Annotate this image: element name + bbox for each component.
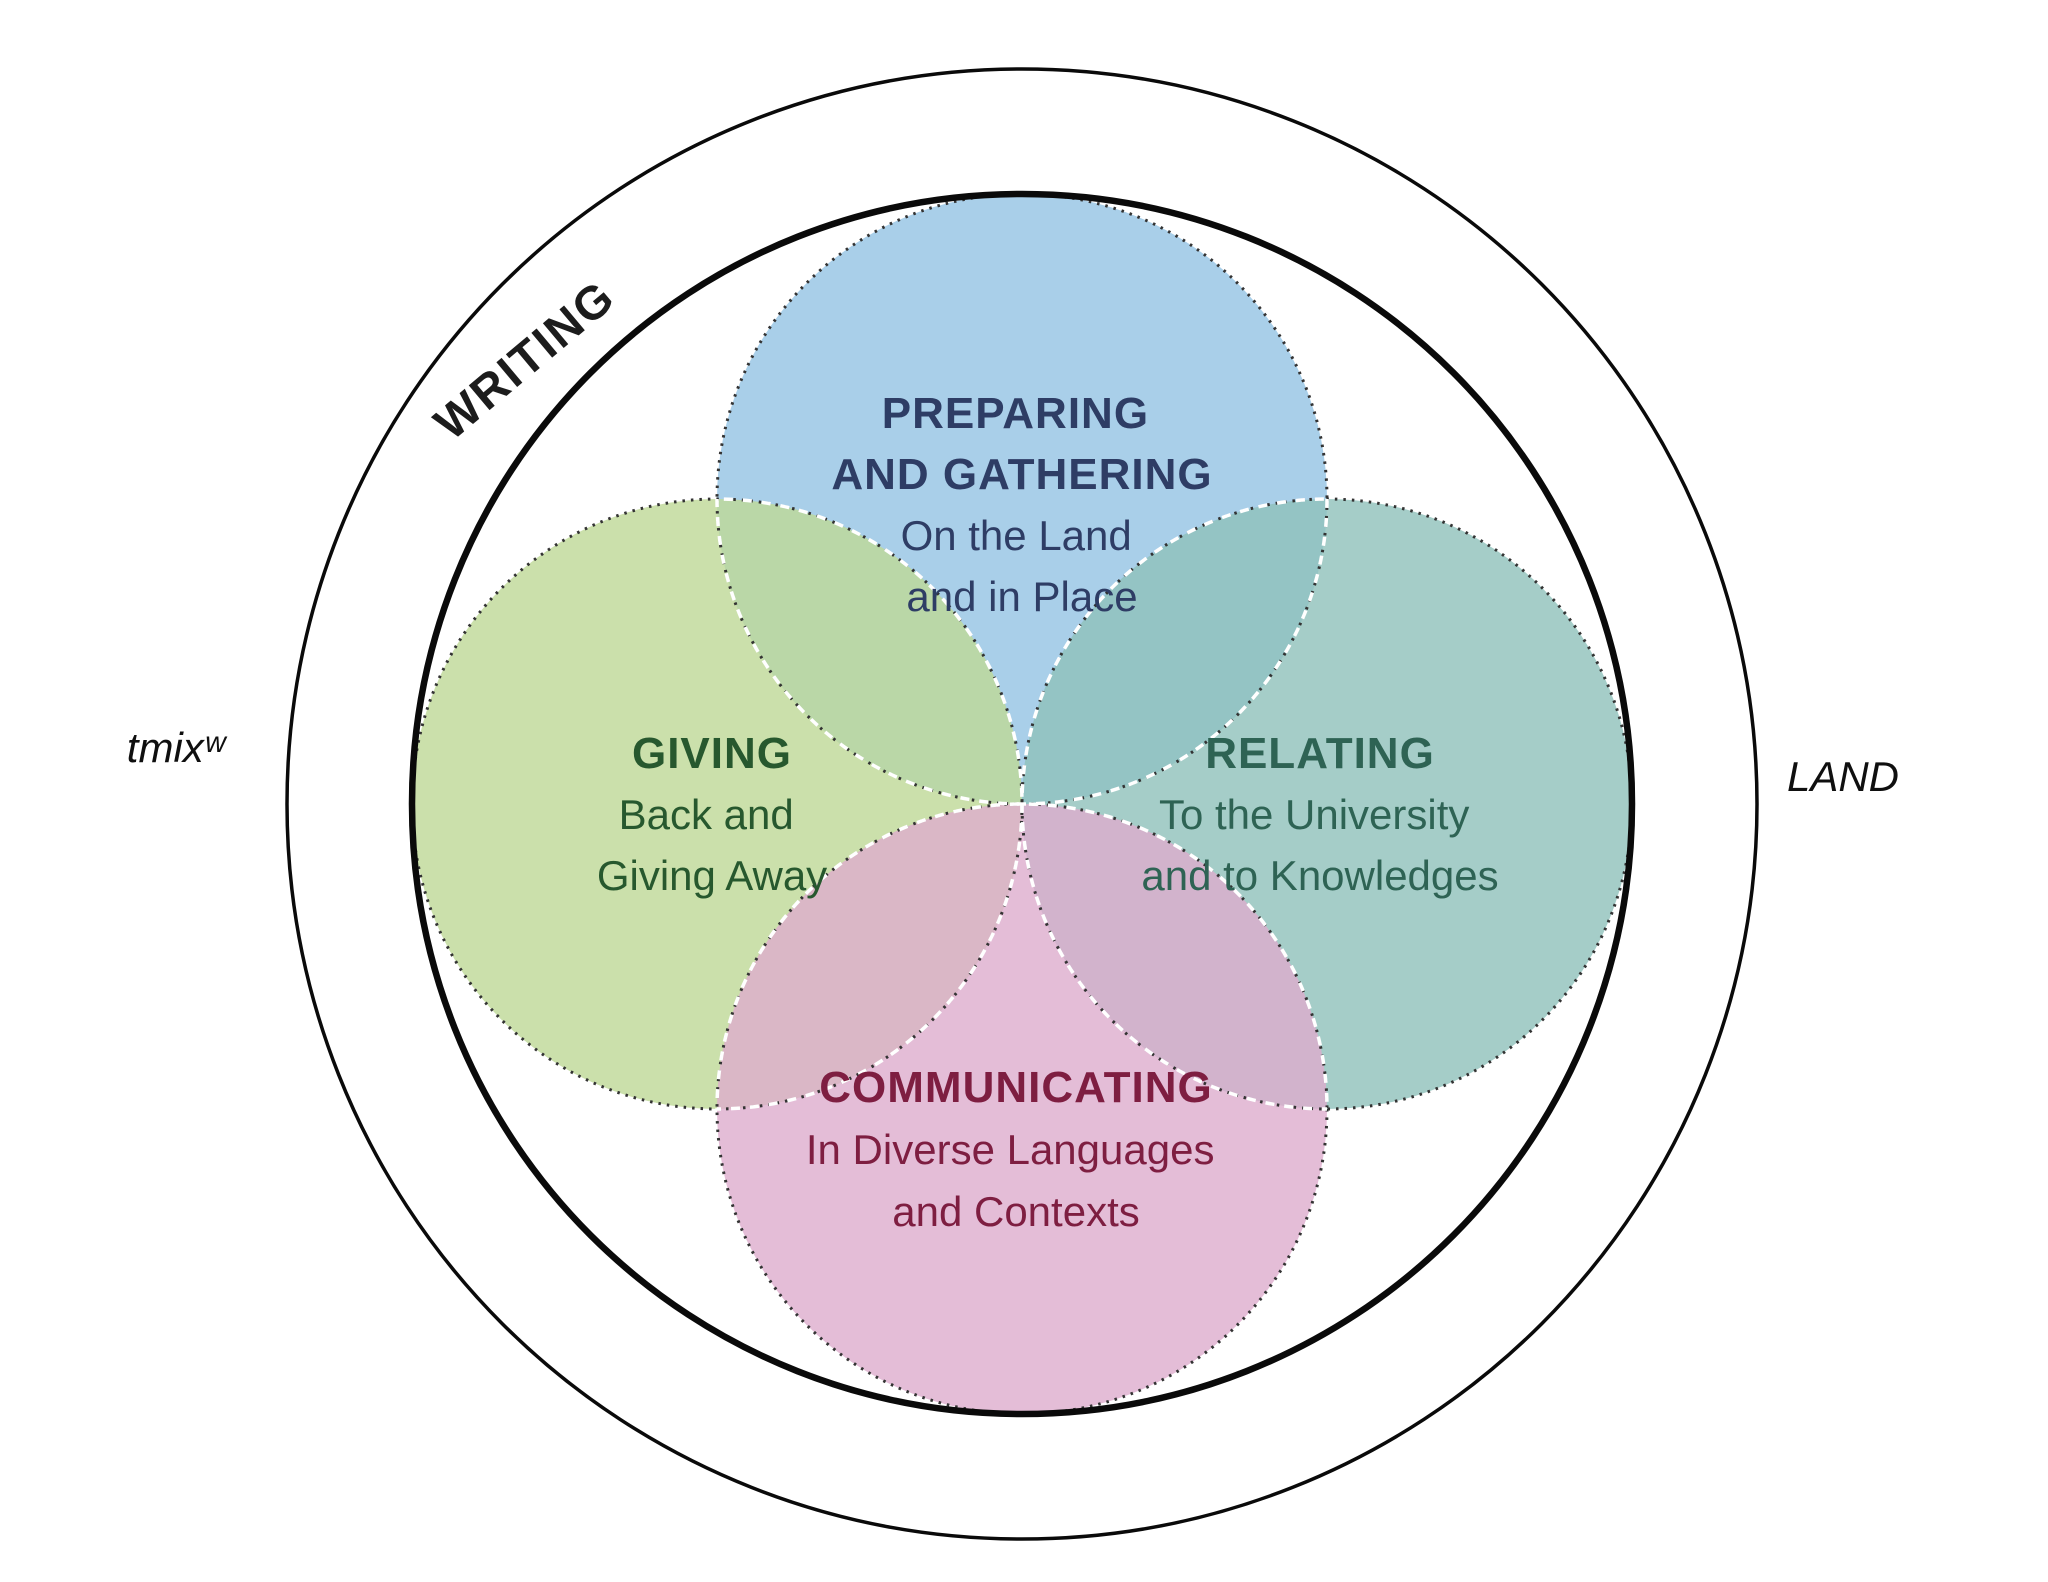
subtitle-line: and to Knowledges [1141,852,1498,899]
title-line: AND GATHERING [831,450,1212,499]
label-writing: WRITING [424,269,625,449]
circle-title-relating: RELATING [1205,729,1435,778]
title-line: PREPARING [882,389,1149,438]
subtitle-line: On the Land [901,512,1132,559]
subtitle-line: Giving Away [597,852,827,899]
label-tmix: tmixʷ [127,724,228,771]
inner-ring [408,190,1636,1418]
petal-fills [412,194,1632,1414]
title-line: GIVING [632,729,792,778]
petal-white-outlines [715,497,1329,1111]
subtitle-line: and in Place [906,573,1137,620]
circle-subtitle-relating: To the University and to Knowledges [1141,791,1498,899]
title-line: COMMUNICATING [819,1063,1212,1112]
circle-subtitle-preparing-and-gathering: On the Land and in Place [901,512,1144,620]
subtitle-line: Back and [619,791,794,838]
circle-subtitle-giving: Back and Giving Away [597,791,827,899]
circle-title-preparing-and-gathering: PREPARING AND GATHERING [831,389,1212,499]
circle-title-giving: GIVING [632,729,792,778]
circle-title-communicating: COMMUNICATING [819,1063,1212,1112]
subtitle-line: To the University [1159,791,1469,838]
title-line: RELATING [1205,729,1435,778]
subtitle-line: and Contexts [892,1188,1140,1235]
outer-ring [285,67,1759,1541]
dashed-outline-relating [1020,497,1327,1111]
subtitle-line: In Diverse Languages [806,1126,1215,1173]
label-land: LAND [1787,753,1899,800]
circle-communicating [717,804,1327,1414]
circle-subtitle-communicating: In Diverse Languages and Contexts [806,1126,1226,1235]
